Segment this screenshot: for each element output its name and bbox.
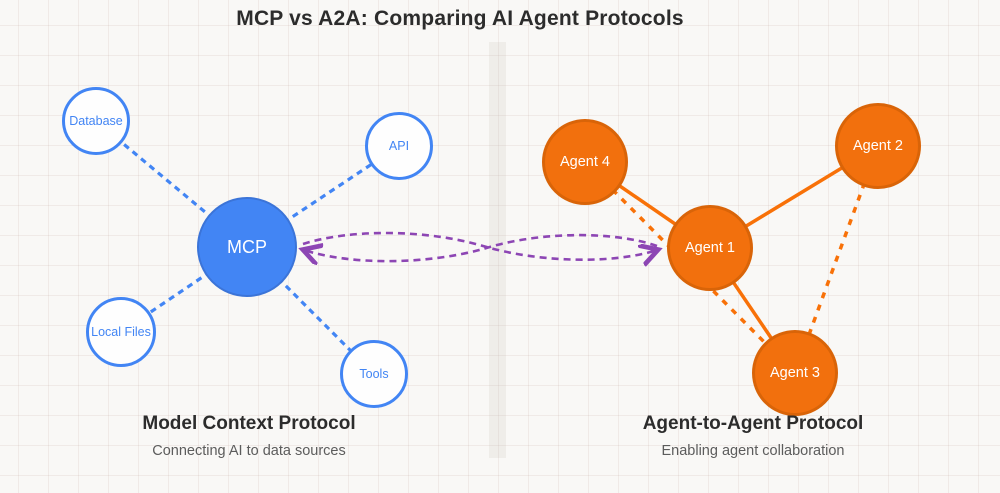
node-agent3-label: Agent 3 (770, 365, 820, 381)
node-tools: Tools (340, 340, 408, 408)
node-agent4-label: Agent 4 (560, 154, 610, 170)
link-mcp-tools (245, 245, 376, 376)
mcp-subheading: Connecting AI to data sources (152, 443, 346, 459)
node-api: API (365, 112, 433, 180)
node-database-label: Database (69, 114, 123, 128)
link-mcp-api (246, 144, 400, 249)
a2a-heading-block: Agent-to-Agent Protocol Enabling agent c… (553, 413, 953, 459)
bridge-agent1-to-mcp (304, 233, 658, 261)
node-agent4: Agent 4 (542, 119, 628, 205)
node-local-files: Local Files (86, 297, 156, 367)
node-mcp-hub: MCP (197, 197, 297, 297)
node-database: Database (62, 87, 130, 155)
node-agent2-label: Agent 2 (853, 138, 903, 154)
a2a-heading: Agent-to-Agent Protocol (642, 413, 864, 434)
node-agent2: Agent 2 (835, 103, 921, 189)
node-agent1-label: Agent 1 (685, 240, 735, 256)
node-local-files-label: Local Files (91, 325, 151, 339)
node-agent1: Agent 1 (667, 205, 753, 291)
a2a-subheading: Enabling agent collaboration (661, 443, 845, 459)
node-agent3: Agent 3 (752, 330, 838, 416)
node-api-label: API (388, 139, 410, 153)
mcp-heading-block: Model Context Protocol Connecting AI to … (49, 413, 449, 459)
bridge-mcp-to-agent1 (302, 231, 657, 260)
diagram-title: MCP vs A2A: Comparing AI Agent Protocols (236, 7, 684, 30)
node-mcp-hub-label: MCP (227, 236, 267, 257)
node-tools-label: Tools (359, 367, 389, 381)
mcp-heading: Model Context Protocol (142, 413, 356, 434)
